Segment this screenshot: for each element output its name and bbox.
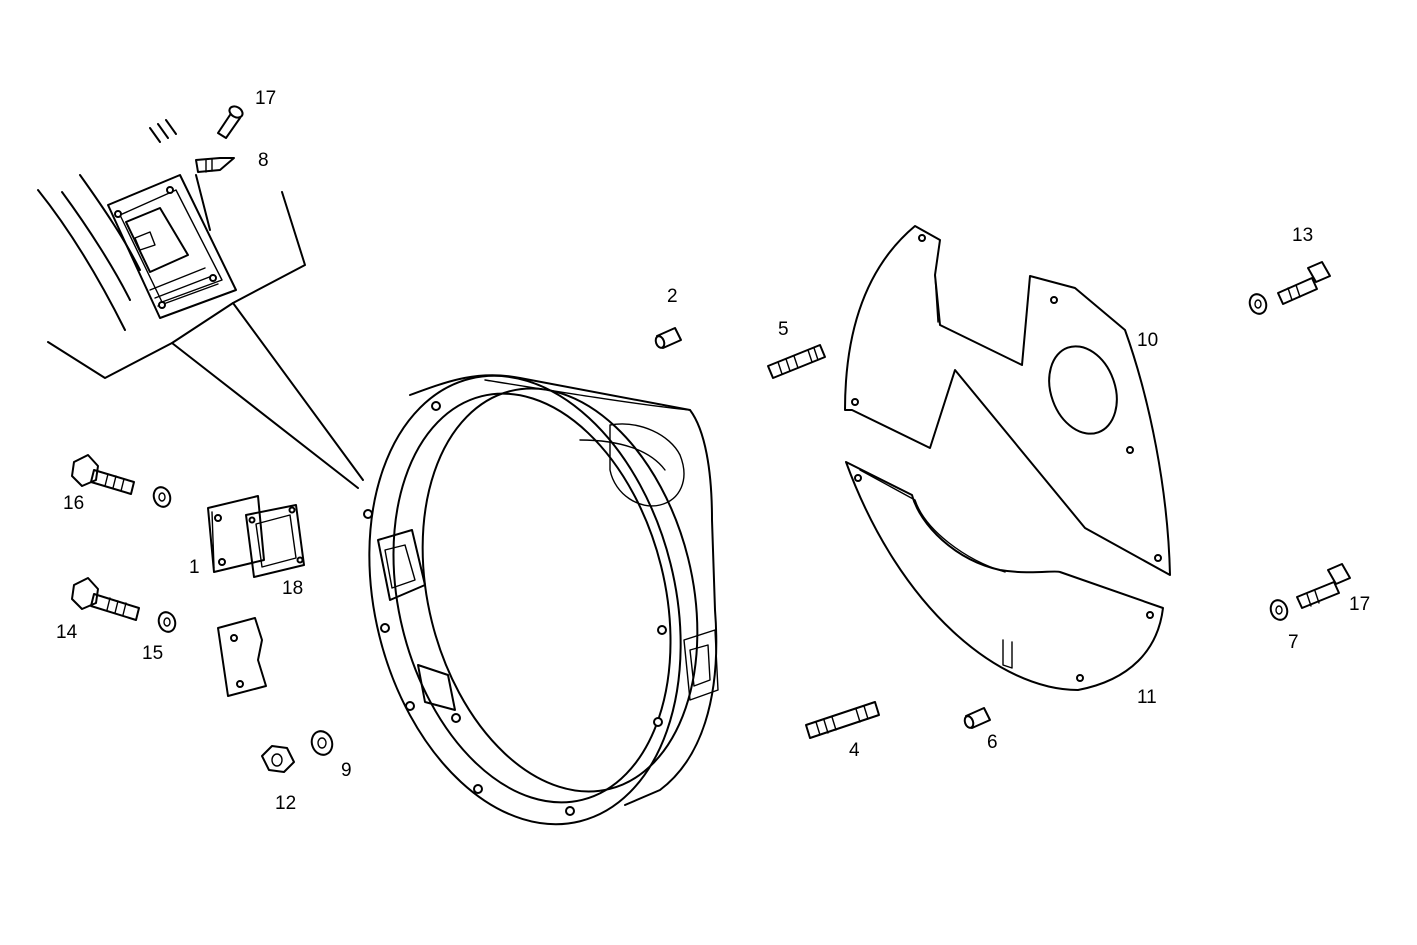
cover-1	[207, 495, 265, 573]
nut-12	[261, 745, 295, 773]
dowel-pin-6	[963, 707, 991, 729]
stud-4	[805, 701, 880, 739]
flywheel-housing	[363, 374, 719, 826]
label-7: 7	[1288, 632, 1299, 653]
washer-upper-left	[152, 486, 172, 508]
detail-inset-view	[37, 119, 306, 379]
label-8: 8	[258, 150, 269, 171]
washer-9	[310, 730, 334, 756]
label-17-top: 17	[255, 88, 276, 109]
label-5: 5	[778, 319, 789, 340]
label-14: 14	[56, 622, 78, 643]
leader-lines	[171, 302, 364, 489]
label-15: 15	[142, 643, 163, 664]
cover-plate-lower	[845, 461, 1164, 691]
label-12: 12	[275, 793, 296, 814]
plug-8	[195, 157, 235, 173]
cover-plate-upper	[844, 225, 1171, 576]
label-6: 6	[987, 732, 998, 753]
gasket-18	[245, 504, 305, 578]
part-labels: 17 8 2 5 10 13 16 1 18 14 15 17 7 11 4 6…	[56, 88, 1370, 814]
washer-7	[1269, 599, 1289, 621]
label-16: 16	[63, 493, 84, 514]
dowel-pin-2	[654, 327, 682, 349]
screw-17-top	[217, 105, 244, 139]
washer-15	[157, 611, 177, 633]
screw-16	[71, 454, 135, 495]
label-10: 10	[1137, 330, 1158, 351]
plate-small	[217, 617, 267, 697]
label-9: 9	[341, 760, 352, 781]
label-4: 4	[849, 740, 860, 761]
label-17-right: 17	[1349, 594, 1370, 615]
label-1: 1	[189, 557, 200, 578]
stud-5	[767, 344, 826, 379]
label-13: 13	[1292, 225, 1313, 246]
screw-14	[71, 577, 140, 621]
label-2: 2	[667, 286, 678, 307]
label-18: 18	[282, 578, 303, 599]
label-11: 11	[1137, 687, 1157, 708]
screw-17-right	[1296, 563, 1351, 609]
screw-13	[1248, 261, 1331, 315]
